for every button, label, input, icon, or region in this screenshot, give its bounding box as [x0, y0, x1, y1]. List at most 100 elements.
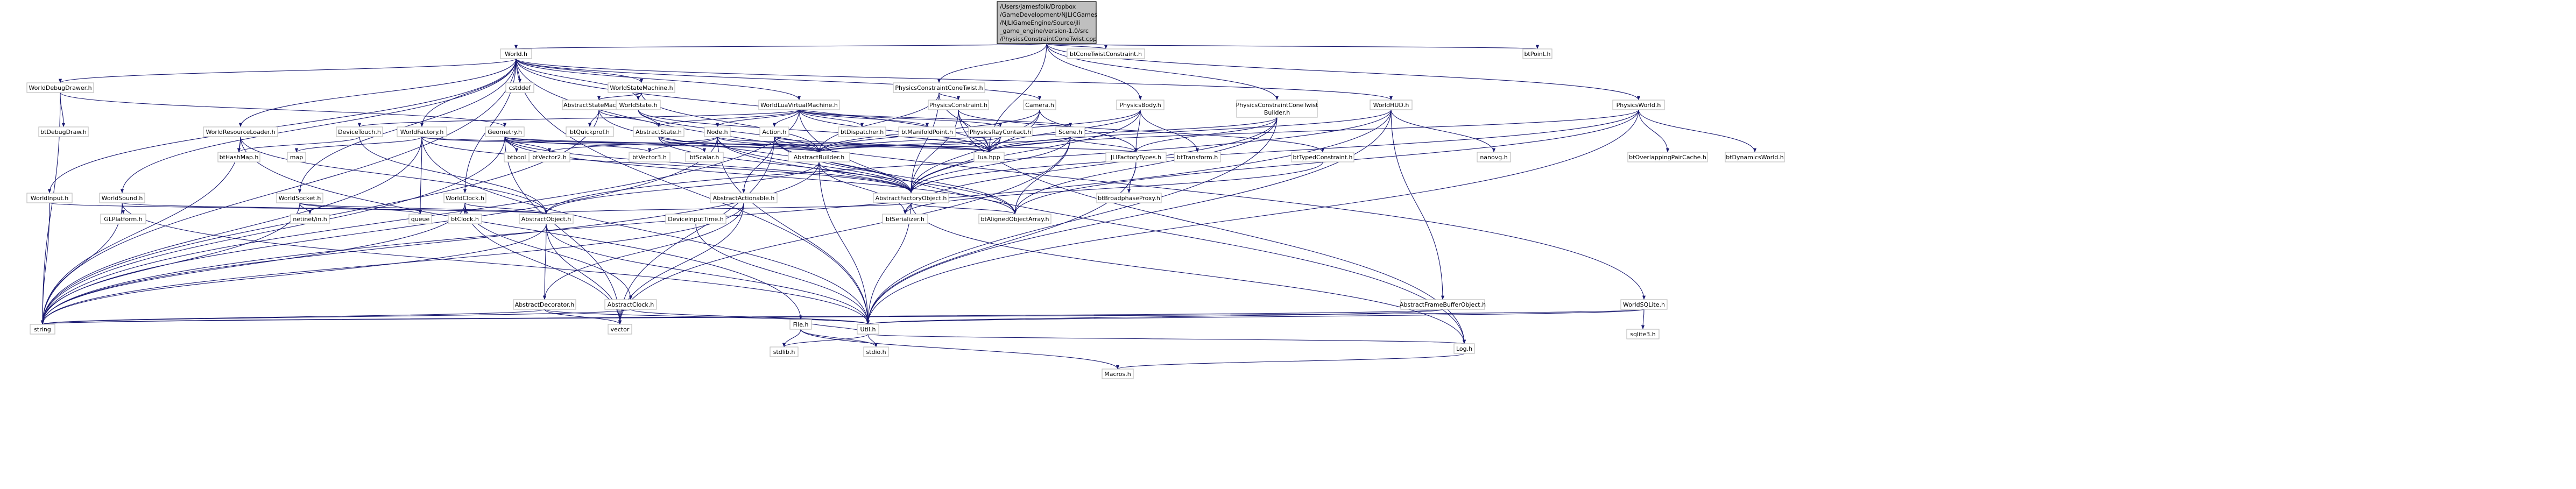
- node-bt-overlapping-pair-cache-h[interactable]: btOverlappingPairCache.h: [1627, 152, 1708, 162]
- node-label: PhysicsWorld.h: [1617, 102, 1661, 109]
- node-bt-vector3-h[interactable]: btVector3.h: [629, 152, 671, 162]
- node-label: WorldDebugDrawer.h: [29, 84, 91, 91]
- include-edge-world-sound-h-to-util-h: [122, 202, 870, 325]
- node-box: [448, 214, 482, 224]
- node-log-h[interactable]: Log.h: [1453, 343, 1475, 354]
- node-bt-point-h[interactable]: btPoint.h: [1522, 48, 1552, 59]
- node-abstract-object-h[interactable]: AbstractObject.h: [519, 214, 574, 224]
- node-physics-world-h[interactable]: PhysicsWorld.h: [1612, 100, 1665, 110]
- node-bt-quickprof-h[interactable]: btQuickprof.h: [566, 126, 614, 137]
- node-bt-dynamics-world-h[interactable]: btDynamicsWorld.h: [1725, 152, 1785, 162]
- include-edge-world-sqlite-h-to-util-h: [866, 309, 1645, 325]
- node-label: btClock.h: [451, 216, 479, 223]
- node-bt-serializer-h[interactable]: btSerializer.h: [882, 214, 928, 224]
- node-bt-typed-constraint-h[interactable]: btTypedConstraint.h: [1291, 152, 1354, 162]
- node-box: [893, 82, 985, 93]
- node-node-h[interactable]: Node.h: [704, 126, 731, 137]
- node-glplatform-h[interactable]: GLPlatform.h: [100, 214, 146, 224]
- include-edge-world-h-to-string: [40, 58, 517, 325]
- node-world-input-h[interactable]: WorldInput.h: [26, 193, 73, 203]
- node-string[interactable]: string: [30, 324, 55, 335]
- node-world-sqlite-h[interactable]: WorldSQLite.h: [1620, 299, 1668, 310]
- node-cstddef[interactable]: cstddef: [505, 82, 534, 93]
- node-abstract-actionable-h[interactable]: AbstractActionable.h: [710, 193, 778, 203]
- include-edge-world-lua-virtual-machine-h-to-bt-manifold-point-h: [799, 109, 929, 127]
- node-physics-constraint-h[interactable]: PhysicsConstraint.h: [928, 100, 989, 110]
- node-abstract-builder-h[interactable]: AbstractBuilder.h: [788, 152, 850, 162]
- node-box: [408, 214, 432, 224]
- root-node[interactable]: /Users/jamesfolk/Dropbox /GameDevelopmen…: [997, 1, 1097, 44]
- node-abstract-frame-buffer-object-h[interactable]: AbstractFrameBufferObject.h: [1400, 299, 1486, 310]
- node-action-h[interactable]: Action.h: [759, 126, 789, 137]
- node-abstract-factory-object-h[interactable]: AbstractFactoryObject.h: [873, 193, 949, 203]
- include-edge-abstract-builder-h-to-abstract-object-h: [544, 161, 820, 215]
- node-physics-constraint-cone-twist-h[interactable]: PhysicsConstraintConeTwist.h: [893, 82, 985, 93]
- include-edge-scene-h-to-abstract-builder-h: [817, 136, 1071, 153]
- node-abstract-state-h[interactable]: AbstractState.h: [633, 126, 684, 137]
- node-device-touch-h[interactable]: DeviceTouch.h: [336, 126, 383, 137]
- include-edge-root-to-world-h: [515, 43, 1047, 49]
- include-edge-file-h-to-stdlib-h: [782, 329, 801, 348]
- node-bt-bool[interactable]: btbool: [504, 152, 530, 162]
- include-edge-world-sound-h-to-abstract-object-h: [122, 202, 548, 215]
- node-world-resource-loader-h[interactable]: WorldResourceLoader.h: [203, 126, 278, 137]
- node-layer: /Users/jamesfolk/Dropbox /GameDevelopmen…: [26, 1, 1785, 379]
- node-bt-vector2-h[interactable]: btVector2.h: [528, 152, 570, 162]
- node-bt-transform-h[interactable]: btTransform.h: [1174, 152, 1221, 162]
- root-label-line-1: /Users/jamesfolk/Dropbox: [1000, 3, 1076, 10]
- node-box: [1055, 126, 1085, 137]
- include-edge-world-lua-virtual-machine-h-to-abstract-state-h: [657, 109, 800, 127]
- node-world-factory-h[interactable]: WorldFactory.h: [397, 126, 447, 137]
- node-world-state-machine-h[interactable]: WorldStateMachine.h: [608, 82, 675, 93]
- node-world-lua-virtual-machine-h[interactable]: WorldLuaVirtualMachine.h: [758, 100, 840, 110]
- node-netinet-in-h[interactable]: netinet/in.h: [290, 214, 330, 224]
- node-util-h[interactable]: Util.h: [857, 324, 879, 335]
- node-bt-clock-h[interactable]: btClock.h: [448, 214, 482, 224]
- node-bt-dispatcher-h[interactable]: btDispatcher.h: [838, 126, 886, 137]
- node-label: btVector2.h: [532, 154, 567, 161]
- node-queue[interactable]: queue: [408, 214, 432, 224]
- node-macros-h[interactable]: Macros.h: [1102, 368, 1134, 379]
- include-edge-physics-world-h-to-bt-overlapping-pair-cache-h: [1638, 109, 1670, 153]
- node-label: DeviceTouch.h: [338, 129, 381, 136]
- include-edge-world-state-h-to-lua-hpp: [638, 109, 991, 153]
- node-bt-aligned-object-array-h[interactable]: btAlignedObjectArray.h: [978, 214, 1051, 224]
- node-abstract-clock-h[interactable]: AbstractClock.h: [604, 299, 657, 310]
- include-edge-node-h-to-bt-vector2-h: [548, 136, 718, 153]
- node-world-state-h[interactable]: WorldState.h: [616, 100, 661, 110]
- node-file-h[interactable]: File.h: [789, 319, 812, 330]
- node-stdlib-h[interactable]: stdlib.h: [770, 346, 799, 357]
- node-bt-cone-twist-constraint-h[interactable]: btConeTwistConstraint.h: [1067, 48, 1145, 59]
- node-bt-hash-map-h[interactable]: btHashMap.h: [217, 152, 260, 162]
- node-world-sound-h[interactable]: WorldSound.h: [99, 193, 145, 203]
- node-bt-debug-draw-h[interactable]: btDebugDraw.h: [38, 126, 89, 137]
- node-map[interactable]: map: [287, 152, 306, 162]
- node-lua-hpp[interactable]: lua.hpp: [973, 152, 1005, 162]
- include-edge-physics-constraint-cone-twist-builder-h-to-abstract-builder-h: [817, 117, 1278, 153]
- node-geometry-h[interactable]: Geometry.h: [485, 126, 525, 137]
- node-sqlite3-h[interactable]: sqlite3.h: [1626, 329, 1660, 339]
- node-world-socket-h[interactable]: WorldSocket.h: [276, 193, 323, 203]
- include-edge-abstract-frame-buffer-object-h-to-string: [41, 309, 1443, 325]
- node-world-debug-drawer-h[interactable]: WorldDebugDrawer.h: [26, 82, 94, 93]
- node-scene-h[interactable]: Scene.h: [1055, 126, 1085, 137]
- include-edge-abstract-actionable-h-to-abstract-decorator-h: [542, 202, 744, 300]
- node-physics-ray-contact-h[interactable]: PhysicsRayContact.h: [968, 126, 1033, 137]
- node-world-clock-h[interactable]: WorldClock.h: [443, 193, 486, 203]
- node-world-hud-h[interactable]: WorldHUD.h: [1370, 100, 1413, 110]
- node-physics-body-h[interactable]: PhysicsBody.h: [1116, 100, 1165, 110]
- node-camera-h[interactable]: Camera.h: [1023, 100, 1056, 110]
- node-abstract-decorator-h[interactable]: AbstractDecorator.h: [513, 299, 576, 310]
- node-bt-broadphase-proxy-h[interactable]: btBroadphaseProxy.h: [1096, 193, 1162, 203]
- include-edge-physics-constraint-cone-twist-builder-h-to-util-h: [866, 117, 1278, 325]
- node-device-input-time-h[interactable]: DeviceInputTime.h: [665, 214, 726, 224]
- include-edge-util-h-to-stdio-h: [867, 334, 878, 348]
- node-vector[interactable]: vector: [608, 324, 632, 335]
- node-world-h[interactable]: World.h: [500, 48, 532, 59]
- node-stdio-h[interactable]: stdio.h: [863, 346, 889, 357]
- node-jlifactory-types-h[interactable]: JLIFactoryTypes.h: [1105, 152, 1167, 162]
- node-bt-manifold-point-h[interactable]: btManifoldPoint.h: [898, 126, 956, 137]
- node-bt-scalar-h[interactable]: btScalar.h: [685, 152, 724, 162]
- node-nanovg-h[interactable]: nanovg.h: [1477, 152, 1511, 162]
